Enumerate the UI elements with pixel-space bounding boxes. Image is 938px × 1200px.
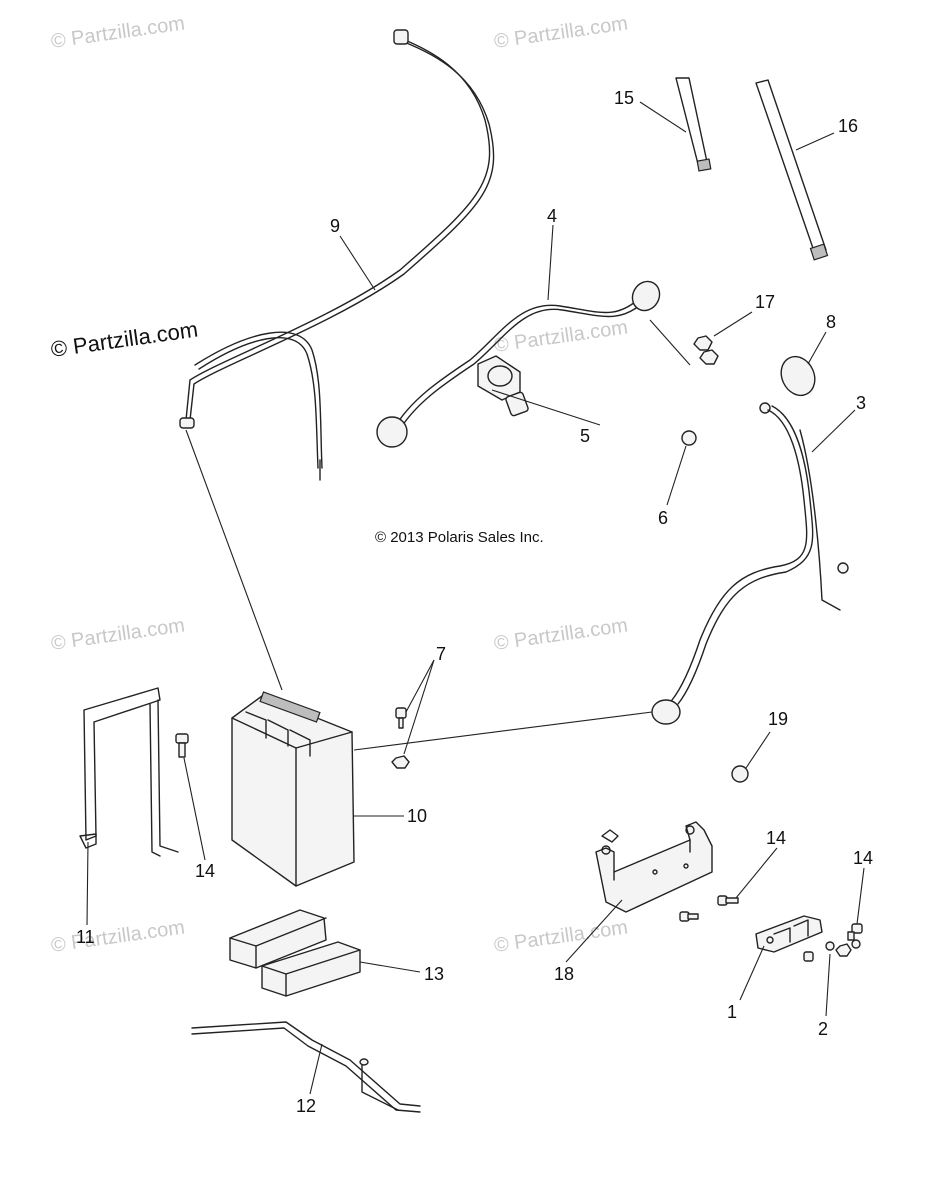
callout-14: 14: [853, 848, 873, 868]
callout-2: 2: [818, 1019, 828, 1039]
leader-lines: [86, 101, 865, 1095]
bolt: [847, 923, 863, 949]
cable-tie-large: [755, 79, 829, 261]
watermark: © Partzilla.com: [50, 614, 187, 655]
watermark: © Partzilla.com: [493, 316, 630, 357]
watermark: © Partzilla.com: [50, 916, 187, 957]
callout-12: 12: [296, 1096, 316, 1116]
callout-10: 10: [407, 806, 427, 826]
callout-1: 1: [727, 1002, 737, 1022]
mounting-bracket: [595, 821, 713, 913]
watermark: © Partzilla.com: [50, 12, 187, 53]
callout-9: 9: [330, 216, 340, 236]
battery-rod: [191, 1021, 421, 1113]
partzilla-watermark: © Partzilla.com: [49, 317, 199, 362]
terminal-block: [755, 915, 823, 953]
callout-19: 19: [768, 709, 788, 729]
bolt: [717, 895, 739, 906]
terminal-bolt-nut: [803, 941, 852, 962]
callout-16: 16: [838, 116, 858, 136]
nut: [681, 430, 697, 446]
watermark: © Partzilla.com: [493, 12, 630, 53]
callout-4: 4: [547, 206, 557, 226]
battery-cable-with-boots: [376, 280, 661, 448]
copyright-notice: © 2013 Polaris Sales Inc.: [375, 529, 544, 546]
leader-line: [185, 429, 283, 691]
watermark: © Partzilla.com: [493, 916, 630, 957]
callout-13: 13: [424, 964, 444, 984]
bolt: [731, 765, 749, 783]
bolt: [679, 911, 699, 922]
terminal-nuts: [693, 335, 719, 365]
callout-11: 11: [76, 927, 95, 947]
callout-3: 3: [856, 393, 866, 413]
battery-bolt-nut: [391, 707, 410, 769]
leader-line: [353, 711, 653, 751]
callout-5: 5: [580, 426, 590, 446]
callout-7: 7: [436, 644, 446, 664]
battery: [231, 691, 355, 887]
callout-6: 6: [658, 508, 668, 528]
cable-tie-small: [675, 77, 712, 172]
callout-14: 14: [195, 861, 215, 881]
terminal-boot: [780, 355, 816, 397]
callout-labels: 15 16 9 4 17 8 3 5 6 7 19 10 14 14 14 11…: [76, 88, 873, 1116]
callout-18: 18: [554, 964, 574, 984]
bolt: [175, 733, 189, 758]
battery-pads: [229, 909, 361, 997]
callout-15: 15: [614, 88, 634, 108]
battery-cable-long: [179, 29, 495, 481]
solenoid: [477, 319, 691, 417]
battery-hold-down-bracket: [79, 687, 179, 857]
callout-17: 17: [755, 292, 775, 312]
callout-14: 14: [766, 828, 786, 848]
watermark: © Partzilla.com: [493, 614, 630, 655]
battery-cable-long-right: [651, 402, 849, 725]
callout-8: 8: [826, 312, 836, 332]
